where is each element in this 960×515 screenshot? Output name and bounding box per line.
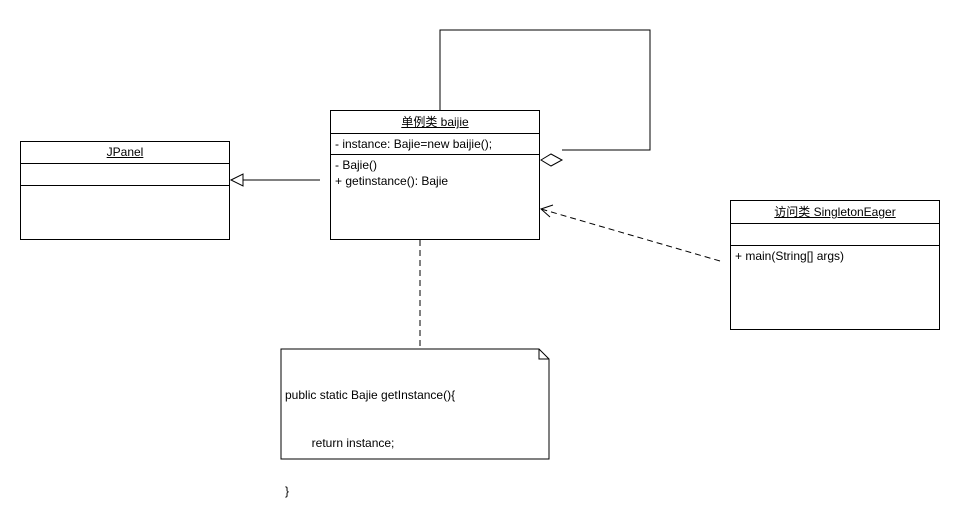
note-line-2: return instance; bbox=[285, 436, 395, 450]
class-name-singleton-eager: 访问类 SingletonEager bbox=[731, 201, 939, 224]
dependency-line[interactable] bbox=[540, 208, 721, 262]
generalization-arrowhead bbox=[229, 173, 244, 187]
class-baijie[interactable]: 单例类 baijie - instance: Bajie=new baijie(… bbox=[330, 110, 540, 240]
note-line-3: } bbox=[285, 484, 290, 498]
jpanel-attributes-section bbox=[21, 164, 229, 186]
note-text: public static Bajie getInstance(){ retur… bbox=[285, 355, 535, 515]
class-name-jpanel: JPanel bbox=[21, 142, 229, 164]
jpanel-operations-section bbox=[21, 186, 229, 190]
operation-main: + main(String[] args) bbox=[735, 249, 845, 263]
baijie-attributes-section: - instance: Bajie=new baijie(); bbox=[331, 134, 539, 155]
operation-getinstance: + getinstance(): Bajie bbox=[335, 174, 449, 188]
operation-constructor: - Bajie() bbox=[335, 158, 378, 172]
self-association-line[interactable] bbox=[439, 29, 651, 151]
baijie-operations-section: - Bajie() + getinstance(): Bajie bbox=[331, 155, 539, 191]
dependency-arrowhead bbox=[540, 204, 554, 218]
class-singleton-eager[interactable]: 访问类 SingletonEager + main(String[] args) bbox=[730, 200, 940, 330]
aggregation-diamond bbox=[540, 153, 564, 167]
class-name-baijie: 单例类 baijie bbox=[331, 111, 539, 134]
singleton-eager-attributes-section bbox=[731, 224, 939, 246]
attribute-instance: - instance: Bajie=new baijie(); bbox=[335, 137, 493, 151]
note-line-1: public static Bajie getInstance(){ bbox=[285, 388, 456, 402]
diagram-canvas bbox=[229, 29, 721, 460]
singleton-eager-operations-section: + main(String[] args) bbox=[731, 246, 939, 266]
note-box[interactable] bbox=[280, 348, 550, 460]
class-jpanel[interactable]: JPanel bbox=[20, 141, 230, 240]
note-fold bbox=[538, 349, 549, 360]
